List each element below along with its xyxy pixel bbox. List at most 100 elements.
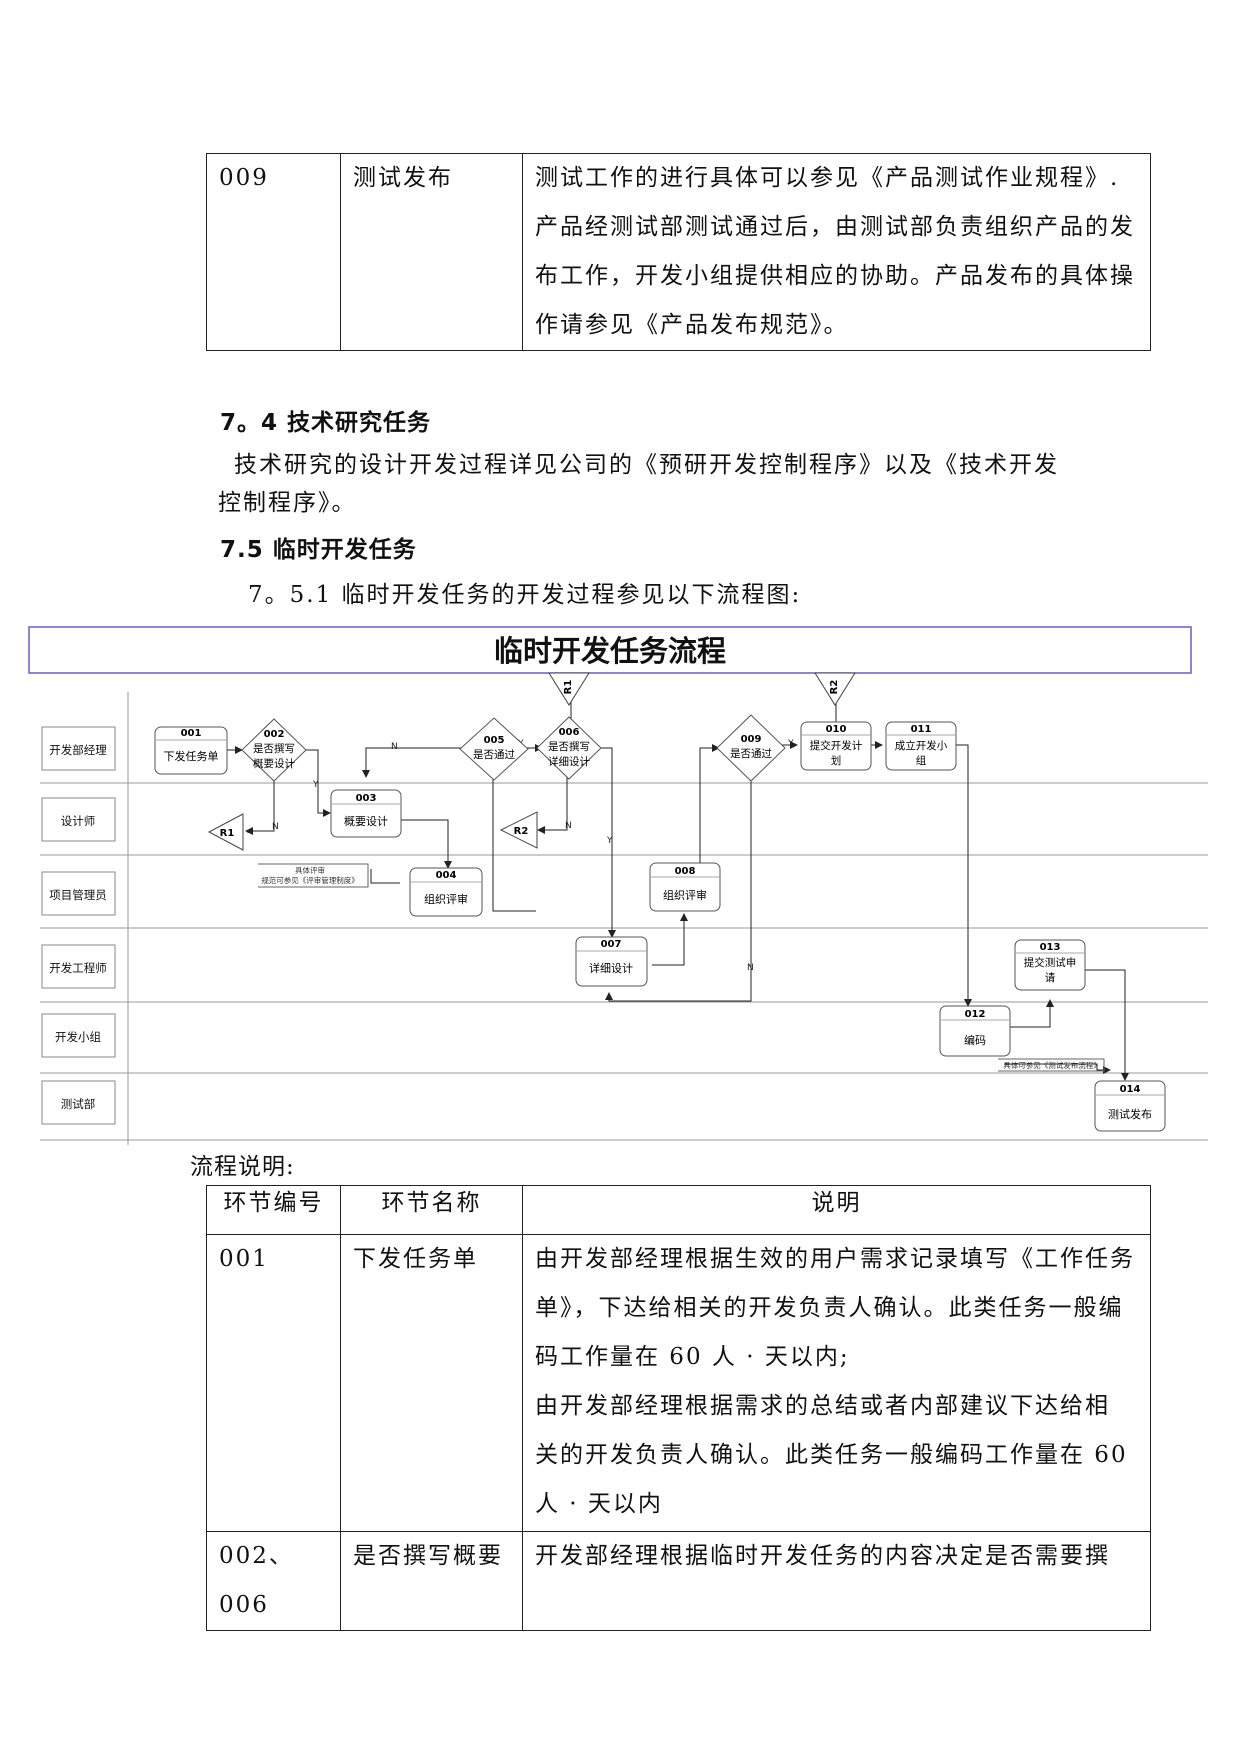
svg-text:013: 013 xyxy=(1040,942,1061,953)
svg-text:R1: R1 xyxy=(563,680,574,695)
header-cell: 环节编号 xyxy=(206,1185,341,1235)
desc-line: 产品经测试部测试通过后，由测试部负责组织产品的发 xyxy=(535,214,1135,240)
process-007: 007 详细设计 xyxy=(575,936,648,987)
lane-label: 测试部 xyxy=(61,1097,96,1111)
lane-label: 设计师 xyxy=(61,814,96,828)
step-description: 测试工作的进行具体可以参见《产品测试作业规程》. 产品经测试部测试通过后，由测试… xyxy=(522,153,1151,351)
svg-text:组织评审: 组织评审 xyxy=(424,892,468,906)
svg-text:组: 组 xyxy=(916,754,927,767)
svg-text:012: 012 xyxy=(965,1009,986,1020)
process-013: 013 提交测试申 请 xyxy=(1014,939,1086,991)
edge-labels: Y N N Y N Y N Y xyxy=(272,739,794,973)
svg-text:概要设计: 概要设计 xyxy=(253,757,295,770)
decision-005: 005 是否通过 xyxy=(459,717,529,781)
edge-label-no: N xyxy=(391,742,398,752)
body-line: 控制程序》。 xyxy=(218,490,357,516)
svg-text:是否撰写: 是否撰写 xyxy=(548,740,590,753)
step-name: 下发任务单 xyxy=(340,1234,523,1532)
table-row: 002、006 是否撰写概要 开发部经理根据临时开发任务的内容决定是否需要撰 xyxy=(206,1531,1151,1631)
desc-line: 布工作，开发小组提供相应的协助。产品发布的具体操 xyxy=(535,263,1135,289)
svg-text:R2: R2 xyxy=(829,680,840,695)
decision-006: 006 是否撰写 详细设计 xyxy=(536,716,602,780)
svg-text:009: 009 xyxy=(741,734,762,745)
svg-text:概要设计: 概要设计 xyxy=(344,815,388,828)
svg-text:规范可参见《评审管理制度》: 规范可参见《评审管理制度》 xyxy=(261,875,359,885)
header-cell: 说明 xyxy=(522,1185,1151,1235)
svg-text:提交测试申: 提交测试申 xyxy=(1024,956,1077,969)
svg-text:详细设计: 详细设计 xyxy=(589,961,633,975)
step-description: 开发部经理根据临时开发任务的内容决定是否需要撰 xyxy=(522,1531,1151,1631)
process-table: 环节编号 环节名称 说明 001 下发任务单 由开发部经理根据生效的用户需求记录… xyxy=(206,1185,1151,1631)
review-note: 具体评审 规范可参见《评审管理制度》 xyxy=(258,863,369,888)
edge-label-no: N xyxy=(272,822,279,832)
svg-text:R1: R1 xyxy=(220,828,235,839)
step-code: 009 xyxy=(206,153,341,351)
svg-text:002: 002 xyxy=(264,729,285,740)
svg-text:具体可参见《测试发布流程》: 具体可参见《测试发布流程》 xyxy=(1003,1060,1101,1070)
desc-line: 由开发部经理根据生效的用户需求记录填写《工作任务 xyxy=(535,1246,1135,1272)
svg-text:成立开发小: 成立开发小 xyxy=(895,739,948,752)
svg-text:是否撰写: 是否撰写 xyxy=(253,742,295,755)
top-table: 009 测试发布 测试工作的进行具体可以参见《产品测试作业规程》. 产品经测试部… xyxy=(206,153,1151,351)
table-row: 001 下发任务单 由开发部经理根据生效的用户需求记录填写《工作任务 单》，下达… xyxy=(206,1234,1151,1532)
svg-text:编码: 编码 xyxy=(964,1033,986,1047)
desc-line: 由开发部经理根据需求的总结或者内部建议下达给相 xyxy=(535,1393,1110,1419)
swimlane-grid xyxy=(40,692,1208,1145)
svg-text:008: 008 xyxy=(675,866,696,877)
svg-text:014: 014 xyxy=(1120,1084,1141,1095)
edge-label-yes: Y xyxy=(787,739,794,749)
lane-label: 开发工程师 xyxy=(49,961,107,975)
lane-label: 项目管理员 xyxy=(49,888,107,902)
svg-text:测试发布: 测试发布 xyxy=(1108,1107,1152,1121)
decision-009: 009 是否通过 xyxy=(716,714,786,782)
edge-label-yes: Y xyxy=(606,836,613,846)
header-cell: 环节名称 xyxy=(340,1185,523,1235)
svg-text:007: 007 xyxy=(601,939,622,950)
edge-label-yes: Y xyxy=(312,780,319,790)
section-7-4-body: 技术研究的设计开发过程详见公司的《预研开发控制程序》以及《技术开发 控制程序》。 xyxy=(218,446,1059,522)
svg-text:003: 003 xyxy=(356,793,377,804)
svg-text:006: 006 xyxy=(559,727,580,738)
section-7-5-1-text: 7。5.1 临时开发任务的开发过程参见以下流程图: xyxy=(248,582,802,608)
process-014: 014 测试发布 xyxy=(1094,1080,1166,1132)
svg-text:005: 005 xyxy=(484,735,505,746)
step-name: 测试发布 xyxy=(340,153,523,351)
ref-r2-down: R2 xyxy=(814,672,856,706)
step-code: 001 xyxy=(206,1234,341,1532)
lane-label: 开发小组 xyxy=(55,1030,101,1044)
desc-line: 作请参见《产品发布规范》。 xyxy=(535,312,849,338)
svg-text:请: 请 xyxy=(1045,971,1056,984)
flowchart: 临时开发任务流程 开发部经理 设计师 项目管理员 开发工程师 开发小组 测试部 xyxy=(28,626,1208,1145)
desc-line: 关的开发负责人确认。此类任务一般编码工作量在 60 xyxy=(535,1442,1128,1468)
svg-text:001: 001 xyxy=(181,728,202,739)
svg-text:具体评审: 具体评审 xyxy=(295,865,325,875)
svg-text:011: 011 xyxy=(911,724,932,735)
process-012: 012 编码 xyxy=(939,1005,1011,1057)
step-name: 是否撰写概要 xyxy=(340,1531,523,1631)
body-line: 技术研究的设计开发过程详见公司的《预研开发控制程序》以及《技术开发 xyxy=(234,452,1059,478)
ref-r1-left: R1 xyxy=(207,813,244,851)
svg-text:是否通过: 是否通过 xyxy=(473,748,515,761)
edge-label-no: N xyxy=(565,821,572,831)
svg-text:提交开发计: 提交开发计 xyxy=(810,739,863,752)
ref-r2-left: R2 xyxy=(499,811,538,849)
flowchart-title: 临时开发任务流程 xyxy=(494,634,726,668)
step-code: 002、006 xyxy=(206,1531,341,1631)
desc-line: 单》，下达给相关的开发负责人确认。此类任务一般编 xyxy=(535,1295,1124,1321)
desc-line: 测试工作的进行具体可以参见《产品测试作业规程》. xyxy=(535,165,1120,191)
edge-label-no: N xyxy=(747,963,754,973)
decision-002: 002 是否撰写 概要设计 xyxy=(241,718,307,782)
step-description: 由开发部经理根据生效的用户需求记录填写《工作任务 单》，下达给相关的开发负责人确… xyxy=(522,1234,1151,1532)
svg-text:004: 004 xyxy=(436,870,457,881)
ref-r1-down: R1 xyxy=(548,672,590,706)
svg-text:划: 划 xyxy=(831,754,842,767)
process-001: 001 下发任务单 xyxy=(154,726,228,775)
lane-labels: 开发部经理 设计师 项目管理员 开发工程师 开发小组 测试部 xyxy=(41,726,116,1125)
test-release-note: 具体可参见《测试发布流程》 xyxy=(998,1058,1105,1072)
svg-text:R2: R2 xyxy=(514,826,529,837)
process-011: 011 成立开发小 组 xyxy=(885,721,957,771)
svg-text:010: 010 xyxy=(826,724,847,735)
table-row: 009 测试发布 测试工作的进行具体可以参见《产品测试作业规程》. 产品经测试部… xyxy=(206,153,1151,351)
lane-label: 开发部经理 xyxy=(49,743,107,757)
process-description-label: 流程说明: xyxy=(190,1154,295,1180)
